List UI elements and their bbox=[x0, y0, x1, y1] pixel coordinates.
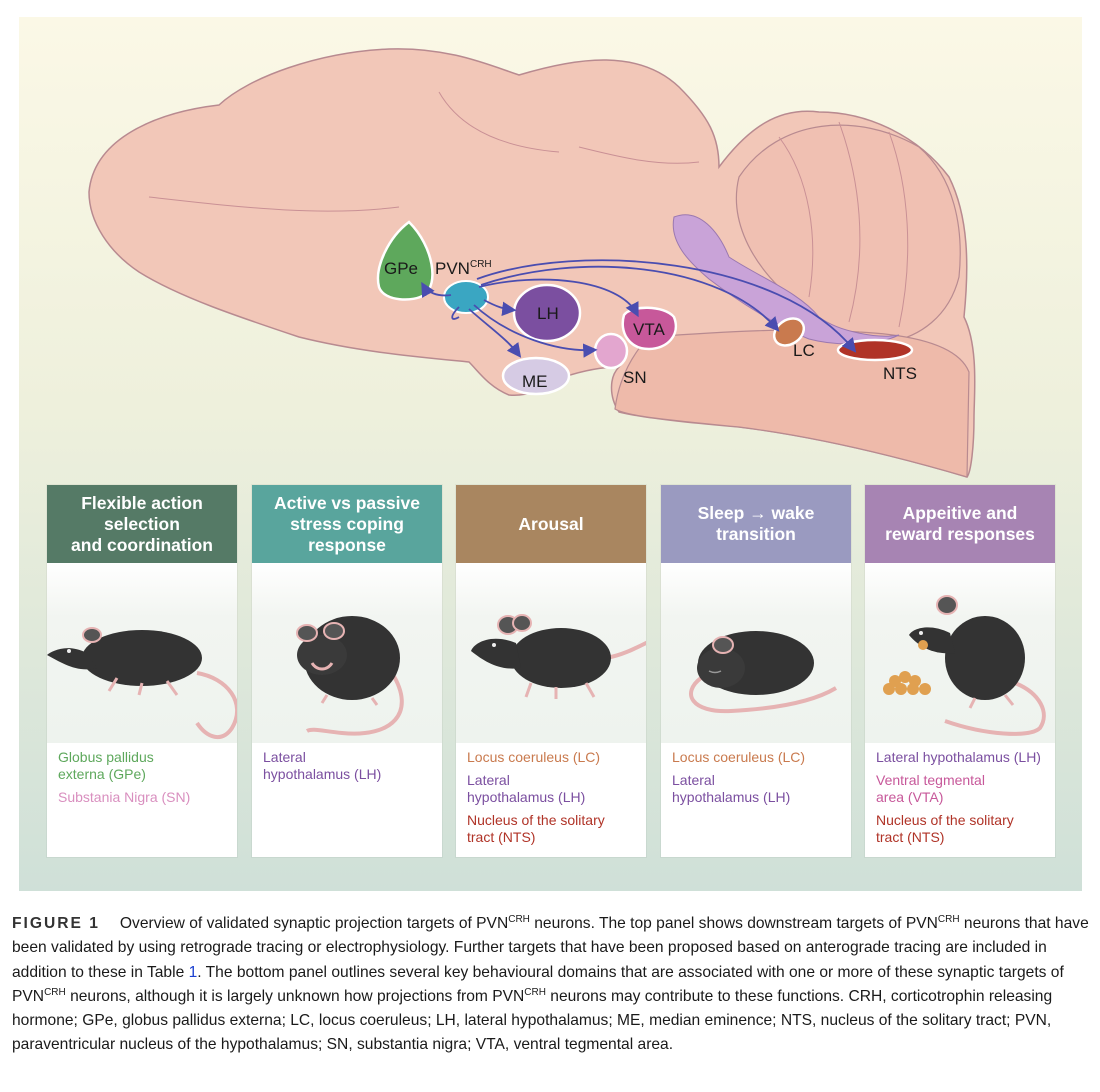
caption-text-1: Overview of validated synaptic projectio… bbox=[119, 915, 509, 932]
eating-mouse-illustration bbox=[865, 563, 1055, 743]
card-targets: Lateral hypothalamus (LH) Ventral tegmen… bbox=[865, 743, 1055, 846]
caption-text-2: neurons. The top panel shows downstream … bbox=[529, 915, 938, 932]
grooming-mouse-illustration bbox=[252, 563, 442, 743]
caption-sup-4: CRH bbox=[524, 986, 546, 998]
region-lc bbox=[772, 317, 806, 347]
caption-sup-2: CRH bbox=[937, 913, 960, 925]
label-vta: VTA bbox=[633, 320, 665, 339]
region-nts bbox=[836, 338, 914, 362]
target-lc: Locus coeruleus (LC) bbox=[467, 749, 601, 765]
figure-caption: FIGURE 1 Overview of validated synaptic p… bbox=[12, 912, 1092, 1058]
projection-arrows bbox=[421, 259, 857, 358]
alert-mouse-illustration bbox=[456, 563, 646, 743]
arrow-to-me bbox=[468, 308, 522, 358]
card-arousal: Arousal Locus coeruleus (LC) Lateral hyp… bbox=[456, 485, 646, 857]
card-title: Active vs passive stress coping response bbox=[252, 485, 442, 563]
behaviour-cards: Flexible action selection and coordinati… bbox=[47, 485, 1067, 857]
arrow-loop bbox=[451, 306, 460, 320]
target-vta: Ventral tegmental area (VTA) bbox=[876, 772, 985, 805]
caption-text-6: neurons may contribute to these function… bbox=[12, 987, 1053, 1054]
arrow-to-lc bbox=[480, 265, 780, 332]
card-title: Sleep → wake transition bbox=[661, 485, 851, 563]
arrow-to-nts bbox=[476, 259, 857, 353]
card-reward: Appeitive and reward responses Lateral h… bbox=[865, 485, 1055, 857]
caption-text-4: . The bottom panel outlines several key … bbox=[12, 963, 1064, 1005]
label-pvn: PVNCRH bbox=[435, 259, 492, 278]
target-sn: Substania Nigra (SN) bbox=[58, 789, 191, 805]
card-action-selection: Flexible action selection and coordinati… bbox=[47, 485, 237, 857]
target-nts: Nucleus of the solitary tract (NTS) bbox=[876, 812, 1014, 845]
card-title: Arousal bbox=[456, 485, 646, 563]
card-stress-coping: Active vs passive stress coping response… bbox=[252, 485, 442, 857]
arrow-to-gpe bbox=[421, 281, 452, 298]
region-pvn bbox=[443, 280, 489, 314]
caption-text-3: neurons that have been validated by usin… bbox=[12, 915, 1089, 981]
sleeping-mouse-illustration bbox=[661, 563, 851, 743]
arrow-to-sn bbox=[473, 304, 598, 358]
label-lc: LC bbox=[793, 341, 815, 360]
label-gpe: GPe bbox=[384, 259, 418, 278]
card-targets: Globus pallidus externa (GPe) Substania … bbox=[47, 743, 237, 806]
cerebellum-folia bbox=[778, 121, 909, 328]
cerebellum bbox=[735, 124, 961, 344]
target-lh: Lateral hypothalamus (LH) bbox=[263, 749, 382, 782]
ventricle bbox=[672, 214, 900, 345]
arrow-to-vta bbox=[478, 278, 639, 318]
figure-label: FIGURE 1 bbox=[12, 915, 100, 932]
card-targets: Locus coeruleus (LC) Lateral hypothalamu… bbox=[456, 743, 646, 846]
target-lh: Lateral hypothalamus (LH) bbox=[467, 772, 586, 805]
cortex-sulci bbox=[148, 91, 700, 212]
region-gpe bbox=[376, 220, 434, 301]
card-title: Appeitive and reward responses bbox=[865, 485, 1055, 563]
label-lh: LH bbox=[537, 304, 559, 323]
arrow-to-lh bbox=[483, 299, 517, 316]
figure-panel: GPe PVNCRH LH VTA ME SN LC NTS Flexible … bbox=[19, 17, 1082, 891]
target-lh: Lateral hypothalamus (LH) bbox=[672, 772, 791, 805]
card-targets: Locus coeruleus (LC) Lateral hypothalamu… bbox=[661, 743, 851, 806]
label-nts: NTS bbox=[883, 364, 917, 383]
target-nts: Nucleus of the solitary tract (NTS) bbox=[467, 812, 605, 845]
target-gpe: Globus pallidus externa (GPe) bbox=[58, 749, 154, 782]
walking-mouse-illustration bbox=[47, 563, 237, 743]
card-targets: Lateral hypothalamus (LH) bbox=[252, 743, 442, 783]
region-vta bbox=[621, 306, 677, 351]
region-me bbox=[501, 356, 571, 396]
target-lh: Lateral hypothalamus (LH) bbox=[876, 749, 1041, 765]
table-reference-link[interactable]: 1 bbox=[188, 963, 198, 981]
label-sn: SN bbox=[623, 368, 647, 387]
card-title: Flexible action selection and coordinati… bbox=[47, 485, 237, 563]
caption-sup-3: CRH bbox=[44, 986, 66, 998]
caption-sup-1: CRH bbox=[508, 913, 530, 925]
target-lc: Locus coeruleus (LC) bbox=[672, 749, 806, 765]
region-sn bbox=[593, 332, 629, 370]
card-sleep-wake: Sleep → wake transition Locus coeruleus … bbox=[661, 485, 851, 857]
label-me: ME bbox=[522, 372, 548, 391]
caption-text-5: neurons, although it is largely unknown … bbox=[65, 987, 525, 1005]
